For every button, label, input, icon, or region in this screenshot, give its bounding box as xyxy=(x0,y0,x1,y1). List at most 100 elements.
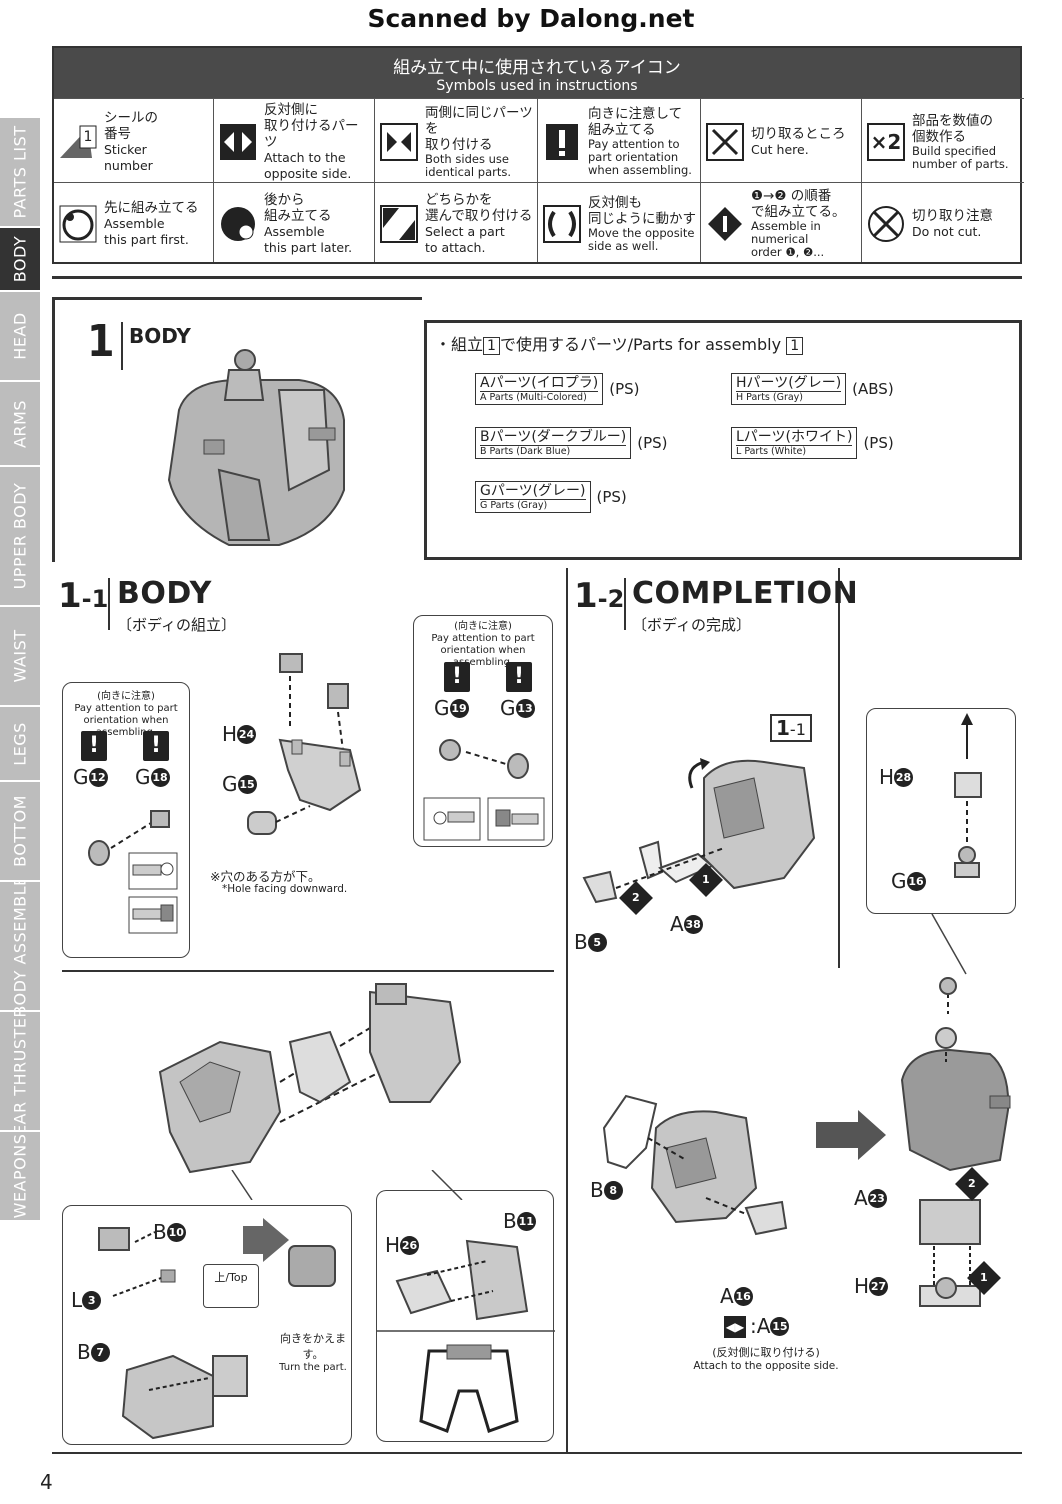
turn-note: 向きをかえます。 Turn the part. xyxy=(271,1330,355,1373)
side-tab[interactable]: REAR THRUSTERS xyxy=(0,1012,40,1132)
side-tab[interactable]: BOTTOM xyxy=(0,782,40,882)
symbol-badge: ×2 xyxy=(870,129,902,154)
side-tab[interactable]: HEAD xyxy=(0,292,40,382)
part-en: G Parts (Gray) xyxy=(480,499,586,511)
part-entry: Hパーツ(グレー)H Parts (Gray) (ABS) xyxy=(731,373,894,405)
section-title: BODY xyxy=(129,324,191,348)
symbols-legend: 組み立て中に使用されているアイコン Symbols used in instru… xyxy=(52,46,1024,264)
side-tab[interactable]: BODY xyxy=(0,228,40,292)
part-box: Bパーツ(ダークブルー)B Parts (Dark Blue) xyxy=(475,427,632,459)
g-parts-diagram-right xyxy=(423,739,545,841)
part-material: (PS) xyxy=(609,380,640,398)
symbol-en: Assemble this part later. xyxy=(264,223,353,255)
subassembly-parts xyxy=(98,1218,336,1440)
symbol-jp: ❶→❷ の順番 で組み立てる。 xyxy=(751,188,846,220)
step-separator-2 xyxy=(838,568,840,968)
symbol-en: Move the opposite side as well. xyxy=(588,225,695,253)
symbol-text: ❶→❷ の順番 で組み立てる。Assemble in numerical ord… xyxy=(751,188,857,259)
parts-title-prefix: ・組立 xyxy=(435,335,484,354)
side-tab[interactable]: WAIST xyxy=(0,607,40,707)
part-jp: Gパーツ(グレー) xyxy=(480,483,586,499)
hole-note-en: *Hole facing downward. xyxy=(222,883,348,895)
page-number: 4 xyxy=(40,1470,53,1494)
symbol-en: Cut here. xyxy=(751,141,809,157)
side-tab-label: BODY xyxy=(10,235,30,283)
part-box: Hパーツ(グレー)H Parts (Gray) xyxy=(731,373,847,405)
cut-here-icon xyxy=(705,122,745,162)
side-tab[interactable]: WEAPONS xyxy=(0,1132,40,1222)
build-multiple-icon: ×2 xyxy=(866,122,906,162)
part-jp: Hパーツ(グレー) xyxy=(736,375,842,391)
orientation-note-left: (向きに注意) Pay attention to part orientatio… xyxy=(62,682,190,958)
side-tab-label: UPPER BODY xyxy=(10,482,30,590)
step-1-1-title: BODY xyxy=(117,576,212,611)
turn-en: Turn the part. xyxy=(279,1362,347,1373)
symbol-en: Assemble this part first. xyxy=(104,215,189,247)
both-sides-icon xyxy=(379,122,419,162)
g-parts-diagram xyxy=(88,810,178,934)
parts-title-badge: 1 xyxy=(483,337,500,355)
side-tab[interactable]: PARTS LIST xyxy=(0,118,40,228)
symbol-jp: 後から 組み立てる xyxy=(264,191,332,224)
part-box: Lパーツ(ホワイト)L Parts (White) xyxy=(731,427,858,459)
ref-step-badge: 1-1 xyxy=(770,714,812,742)
symbol-en: Assemble in numerical order ❶, ❷... xyxy=(751,219,825,259)
note-jp: (向きに注意) xyxy=(454,621,512,632)
step-1-1-heading: 1-1 xyxy=(58,576,108,616)
symbols-title-jp: 組み立て中に使用されているアイコン xyxy=(393,58,681,78)
attention-icon: ! xyxy=(444,662,470,692)
side-tab[interactable]: LEGS xyxy=(0,707,40,782)
turn-jp: 向きをかえます。 xyxy=(280,1332,346,1361)
number-divider xyxy=(121,322,123,370)
part-entry: Lパーツ(ホワイト)L Parts (White)(PS) xyxy=(731,427,894,459)
part-entry: Bパーツ(ダークブルー)B Parts (Dark Blue)(PS) xyxy=(475,427,668,459)
h26-assembly xyxy=(377,1239,555,1433)
attention-icon: ! xyxy=(81,731,107,761)
step-1-2-title: COMPLETION xyxy=(632,576,859,611)
part-en: B Parts (Dark Blue) xyxy=(480,445,627,457)
symbol-jp: どちらかを 選んで取り付ける xyxy=(425,191,533,224)
side-tab-label: ARMS xyxy=(10,399,30,448)
divider xyxy=(52,276,1022,279)
side-tab[interactable]: ARMS xyxy=(0,382,40,467)
step-divider xyxy=(108,578,110,630)
step-divider-h xyxy=(62,970,554,972)
sticker-icon: 1 xyxy=(58,122,98,162)
flow-arrow-icon xyxy=(816,1110,886,1160)
part-box: Gパーツ(グレー)G Parts (Gray) xyxy=(475,481,591,513)
symbol-jp: 部品を数値の 個数作る xyxy=(912,112,993,145)
numerical-order-icon xyxy=(705,204,745,244)
note-en: Pay attention to part orientation when a… xyxy=(74,703,178,738)
scan-credit: Scanned by Dalong.net xyxy=(367,4,695,33)
body-illustration xyxy=(167,349,345,546)
symbol-badge: 1 xyxy=(83,128,93,145)
part-en: H Parts (Gray) xyxy=(736,391,842,403)
side-tab-label: REAR THRUSTERS xyxy=(10,1012,30,1132)
assemble-later-icon xyxy=(218,204,258,244)
side-tab[interactable]: BODY ASSEMBLE xyxy=(0,882,40,1012)
step-1-1-subtitle: 〔ボディの組立〕 xyxy=(117,616,236,634)
part-material: (ABS) xyxy=(852,380,894,398)
callout-connector xyxy=(931,914,967,1014)
symbol-jp: 切り取るところ xyxy=(751,125,846,142)
note-en: Pay attention to part orientation when a… xyxy=(431,633,535,668)
side-tab-label: WEAPONS xyxy=(10,1133,30,1219)
side-tab[interactable]: UPPER BODY xyxy=(0,467,40,607)
